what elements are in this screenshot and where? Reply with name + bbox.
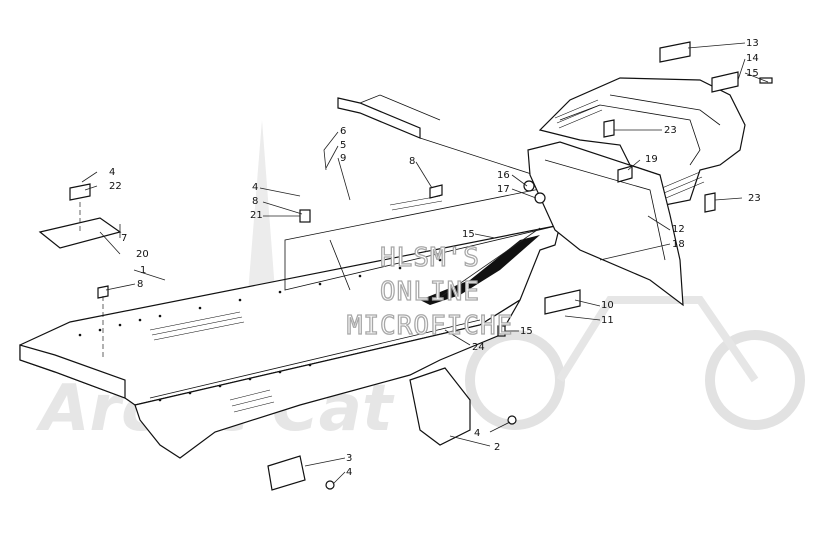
snow-flap-inner-edge bbox=[544, 159, 666, 261]
callout-21: 21 bbox=[250, 210, 263, 221]
callout-8-b: 8 bbox=[252, 196, 258, 207]
bumper-inner-edge bbox=[559, 104, 701, 166]
callout-4-a: 4 bbox=[109, 167, 115, 178]
leader-lines bbox=[79, 42, 769, 485]
callout-24: 24 bbox=[472, 342, 485, 353]
trim-strip bbox=[337, 97, 421, 139]
callout-22: 22 bbox=[109, 181, 122, 192]
watermark-tower bbox=[245, 120, 278, 330]
callout-2: 2 bbox=[494, 442, 500, 453]
trim-rail bbox=[419, 137, 551, 181]
bumper-grip-left bbox=[554, 99, 603, 129]
tunnel-front-lip bbox=[19, 344, 126, 399]
callout-1: 1 bbox=[140, 265, 146, 276]
mount-bracket-2 bbox=[409, 367, 471, 446]
callout-7: 7 bbox=[121, 233, 127, 244]
clip-21 bbox=[299, 209, 311, 223]
watermark-wheel-rear bbox=[705, 330, 805, 430]
callout-4-c: 4 bbox=[346, 467, 352, 478]
tunnel-fold-line bbox=[149, 319, 481, 399]
rivet-holes bbox=[78, 258, 442, 402]
callout-11: 11 bbox=[601, 315, 614, 326]
rear-bumper bbox=[538, 77, 746, 206]
callout-19: 19 bbox=[645, 154, 658, 165]
callout-10: 10 bbox=[601, 300, 614, 311]
callout-15-a: 15 bbox=[462, 229, 475, 240]
screw-15c bbox=[759, 77, 773, 84]
trim-strip-edge bbox=[359, 94, 441, 121]
callout-15-c: 15 bbox=[746, 68, 759, 79]
dark-vent-strip bbox=[420, 235, 540, 305]
seat-base-rib bbox=[329, 239, 351, 291]
plate-10 bbox=[544, 289, 581, 315]
bumper-frame bbox=[538, 77, 746, 206]
watermark-line-1: HLSM'S bbox=[380, 243, 480, 273]
callout-3: 3 bbox=[346, 453, 352, 464]
watermark-line-3: MICROFICHE bbox=[347, 311, 514, 341]
bumper-grip-right bbox=[661, 171, 705, 199]
callout-labels: 1 2 3 4 4 4 4 5 6 7 8 8 8 9 10 11 12 13 … bbox=[109, 38, 761, 478]
watermark-line-2: ONLINE bbox=[380, 277, 480, 307]
callout-23-a: 23 bbox=[664, 125, 677, 136]
watermark-frame bbox=[556, 296, 759, 383]
plate-3 bbox=[267, 455, 306, 491]
clip-23b bbox=[704, 192, 716, 213]
callout-8-a: 8 bbox=[137, 279, 143, 290]
callout-16: 16 bbox=[497, 170, 510, 181]
callout-6: 6 bbox=[340, 126, 346, 137]
washer-16 bbox=[523, 180, 535, 192]
callout-17: 17 bbox=[497, 184, 510, 195]
hlsm-watermark: HLSM'S ONLINE MICROFICHE bbox=[346, 242, 514, 341]
callout-23-b: 23 bbox=[748, 193, 761, 204]
decal-plate-13 bbox=[659, 41, 691, 63]
clip-23a bbox=[603, 119, 615, 138]
washer-17 bbox=[534, 192, 546, 204]
callout-15-b: 15 bbox=[520, 326, 533, 337]
callout-4-b: 4 bbox=[252, 182, 258, 193]
callout-4-d: 4 bbox=[474, 428, 480, 439]
bumper-top-edge bbox=[609, 94, 721, 126]
clip-8c bbox=[429, 184, 443, 199]
bracket-22 bbox=[69, 183, 91, 201]
grommet-8a bbox=[97, 285, 109, 299]
rivet-4c bbox=[325, 480, 335, 490]
tunnel-panel bbox=[19, 184, 561, 459]
decal-plate-14 bbox=[711, 71, 739, 93]
callout-12: 12 bbox=[672, 224, 685, 235]
callout-18: 18 bbox=[672, 239, 685, 250]
callout-13: 13 bbox=[746, 38, 759, 49]
callout-8-c: 8 bbox=[409, 156, 415, 167]
callout-20: 20 bbox=[136, 249, 149, 260]
tunnel-side-wall bbox=[134, 299, 521, 459]
snow-flap bbox=[527, 141, 684, 307]
callout-9: 9 bbox=[340, 153, 346, 164]
callout-14: 14 bbox=[746, 53, 759, 64]
callout-5: 5 bbox=[340, 140, 346, 151]
